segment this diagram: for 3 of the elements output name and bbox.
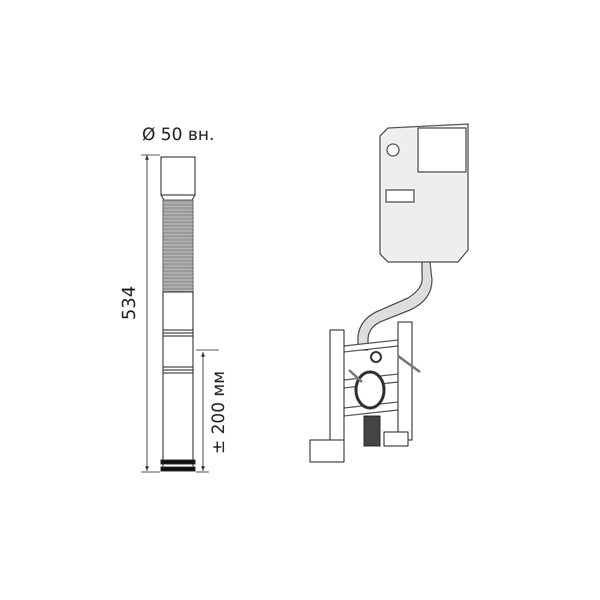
dimension-label: 534 (121, 286, 140, 320)
diameter-label: Ø 50 вн. (142, 127, 214, 144)
dimension-label: ± 200 мм (211, 370, 228, 454)
